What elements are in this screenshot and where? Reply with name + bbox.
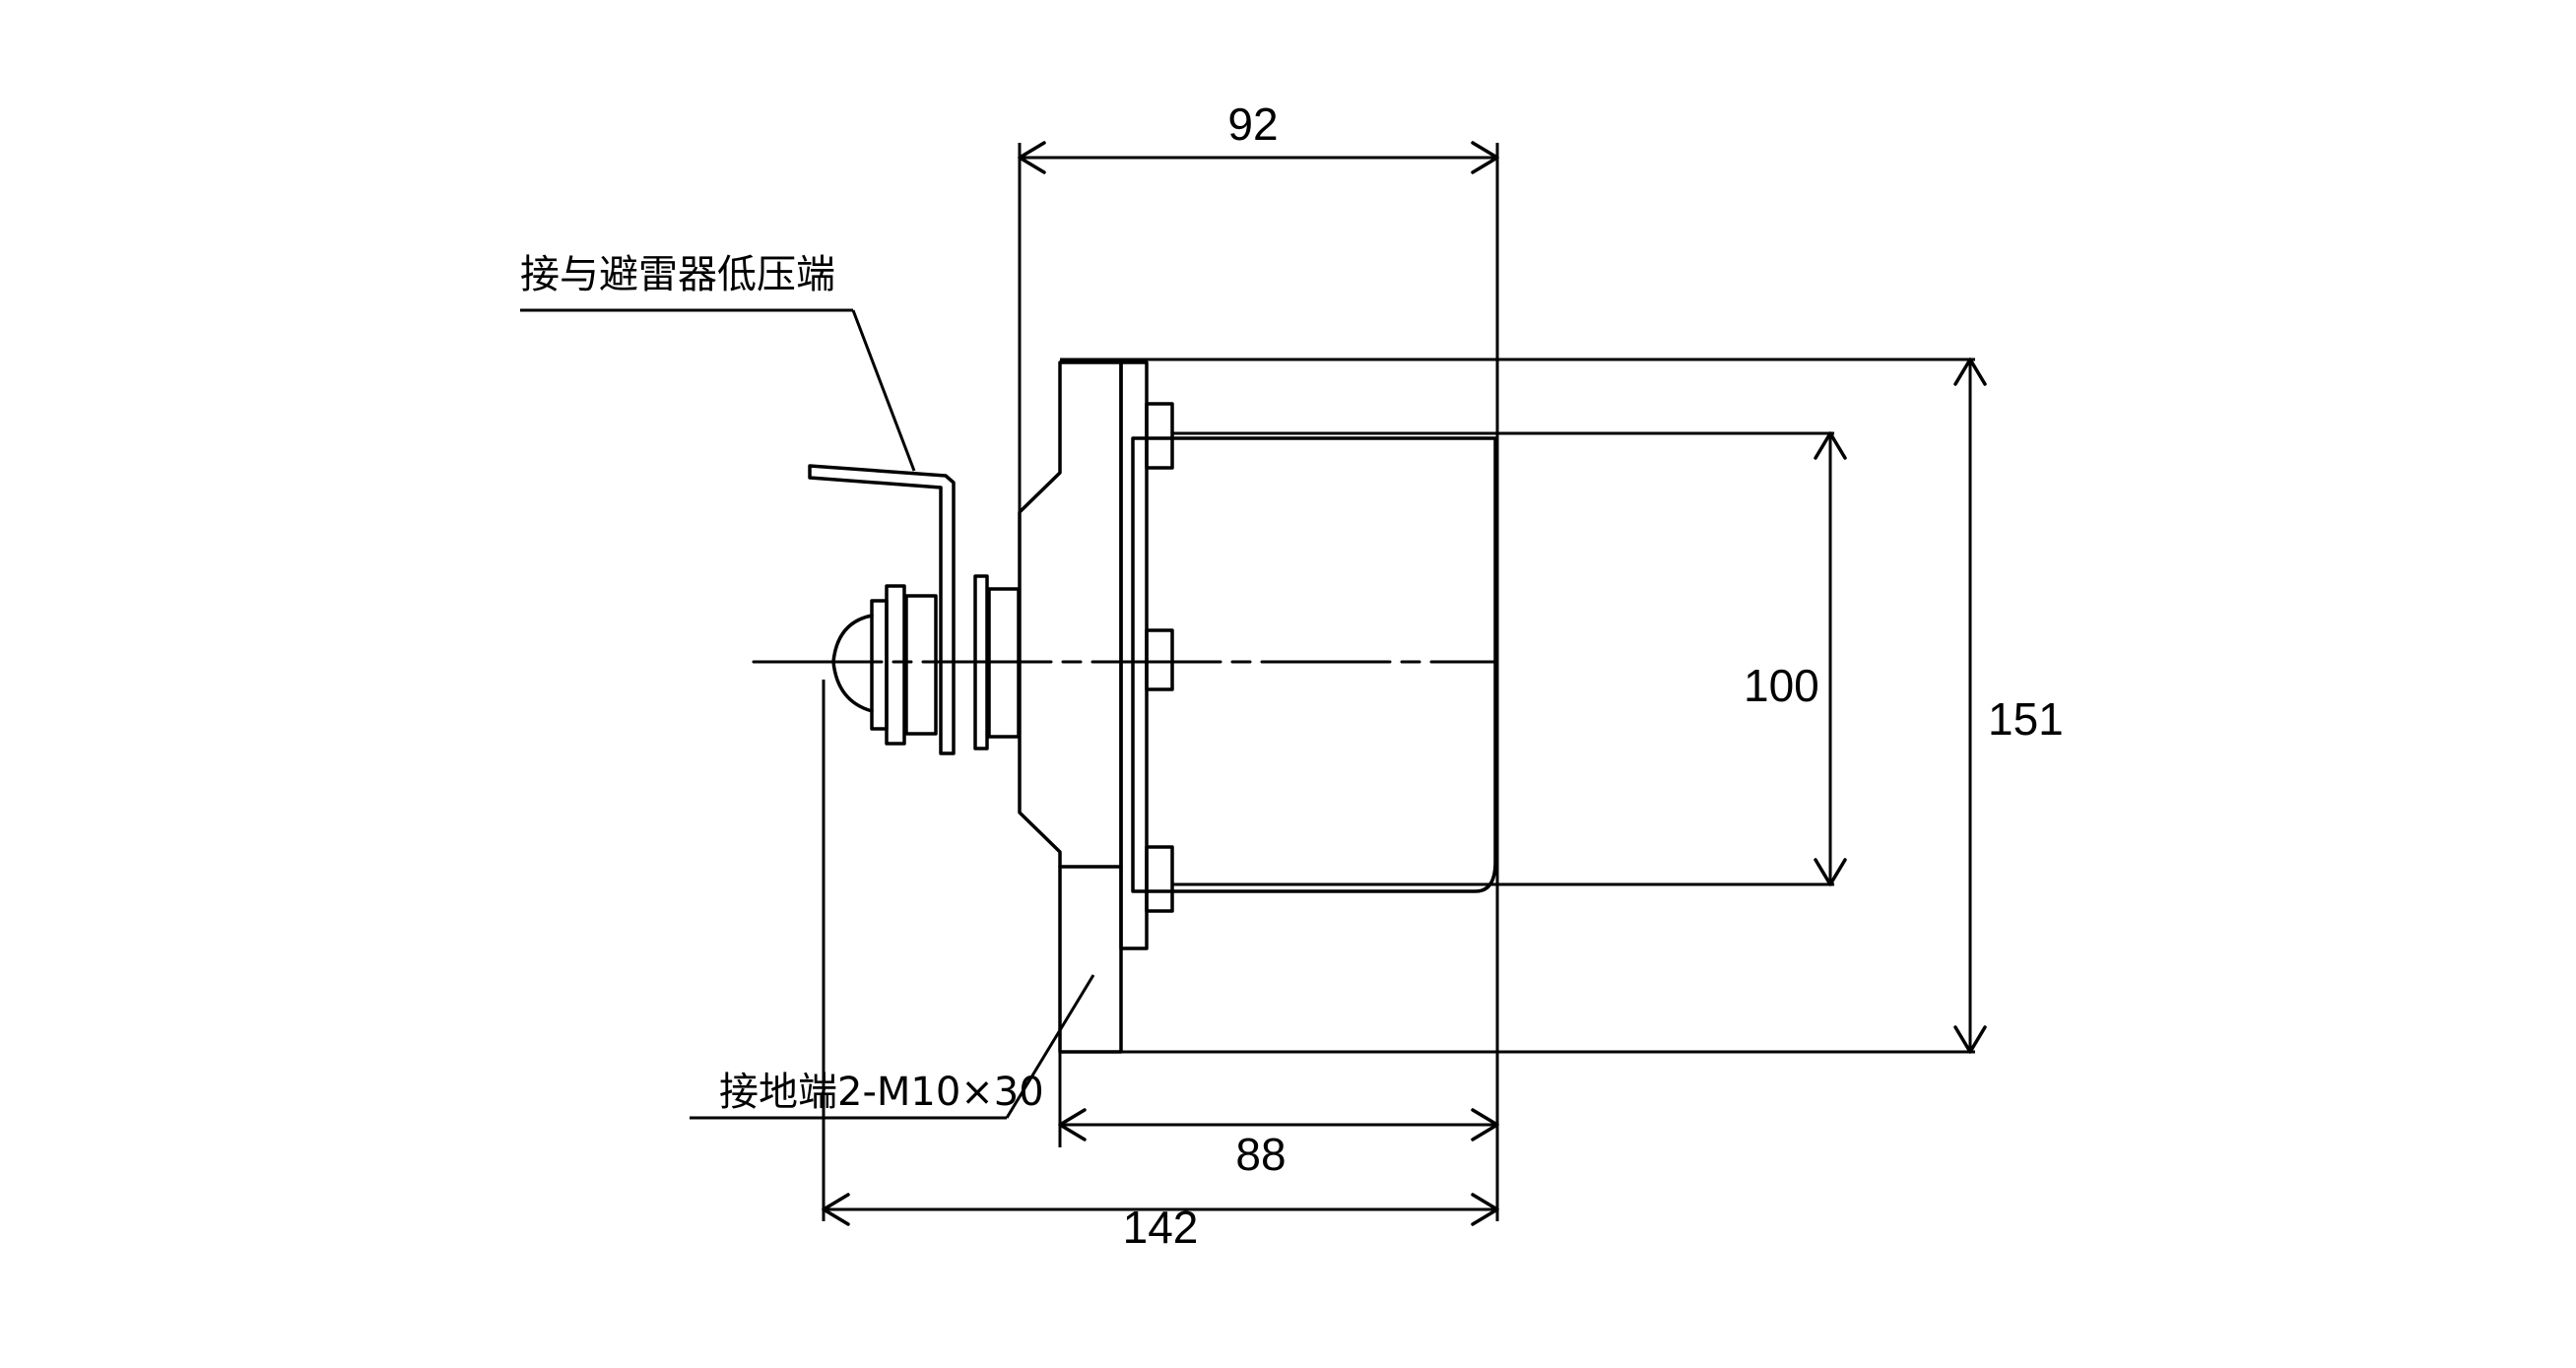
terminal-nut-3 (870, 599, 889, 731)
dimension-142: 142 (822, 1193, 1499, 1253)
dimension-92: 92 (1018, 98, 1499, 174)
extension-lines (822, 143, 1975, 1221)
dimension-label-142: 142 (1123, 1202, 1199, 1253)
dimension-151: 151 (1953, 358, 2064, 1054)
bolt-top (1145, 402, 1174, 470)
label-ground-terminal: 接地端2-M10×30 (719, 1070, 1044, 1115)
dimension-88: 88 (1058, 1108, 1499, 1180)
dimension-100: 100 (1744, 431, 1847, 886)
callout-ground: 接地端2-M10×30 (690, 974, 1095, 1120)
callout-top: 接与避雷器低压端 (520, 252, 916, 472)
dimension-label-92: 92 (1227, 98, 1278, 150)
dimension-label-88: 88 (1235, 1129, 1286, 1180)
device-outline (752, 360, 1499, 1054)
label-top-connection: 接与避雷器低压端 (520, 252, 835, 297)
terminal-nut-2 (885, 584, 906, 746)
dimension-label-151: 151 (1988, 693, 2064, 745)
housing-body (1131, 436, 1497, 893)
terminal-nut-1 (904, 594, 938, 736)
dimension-label-100: 100 (1744, 660, 1819, 711)
base-block (1018, 360, 1123, 1054)
connection-strip (808, 464, 956, 755)
bolt-bottom (1145, 845, 1174, 913)
bolt-middle (1145, 628, 1174, 691)
